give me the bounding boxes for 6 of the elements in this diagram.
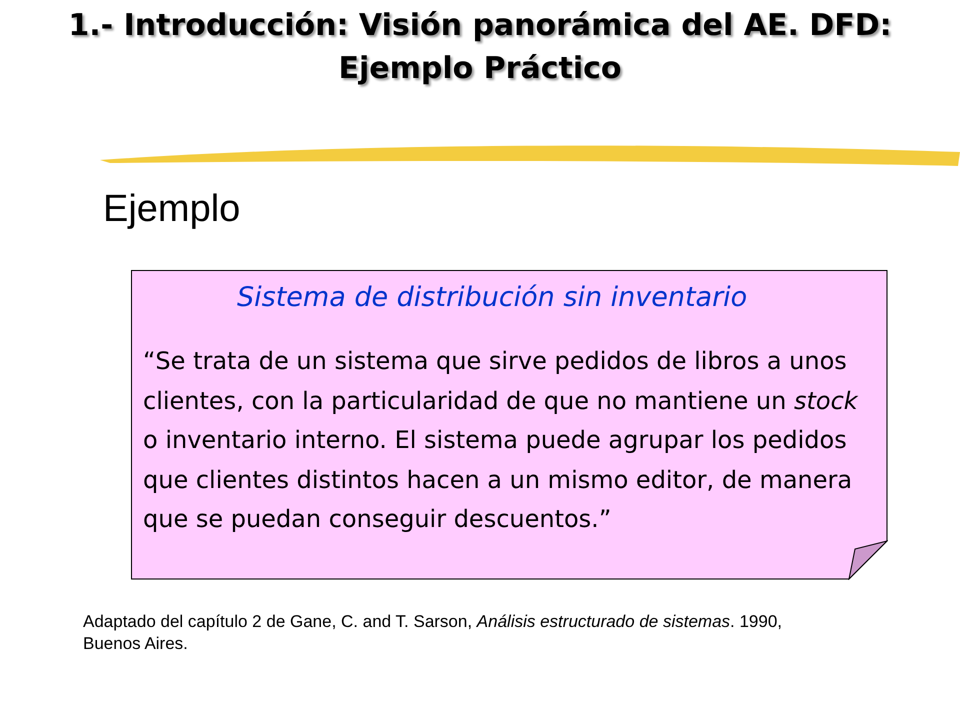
section-heading: Ejemplo: [103, 188, 240, 231]
note-card: [131, 270, 888, 580]
citation: Adaptado del capítulo 2 de Gane, C. and T. Sarson, Análisis estructurado de sistemas. 1990, Buenos Aires.: [83, 611, 784, 656]
slide-title: 1.- Introducción: Visión panorámica del AE. DFD: Ejemplo Práctico: [67, 7, 893, 88]
card-heading: Sistema de distribución sin inventario: [237, 282, 748, 313]
card-paragraph: “Se trata de un sistema que sirve pedidos de libros a unos clientes, con la particularidad de que no mantiene un stock o inventario interno. El sistema puede agrupar los pedidos que clientes distintos hacen a un mismo editor, de manera que se puedan conseguir descuentos.”: [143, 346, 860, 535]
